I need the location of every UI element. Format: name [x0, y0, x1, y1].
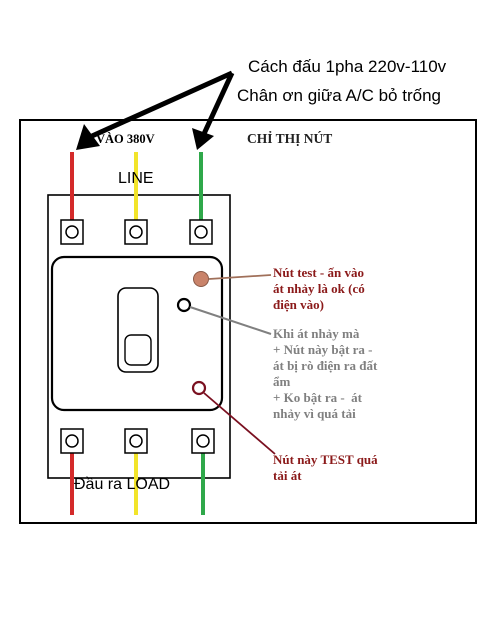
terminal-screw-icon [60, 428, 84, 454]
indicator-title: CHỈ THỊ NÚT [247, 131, 333, 146]
input-voltage-label: VÀO 380V [96, 132, 155, 146]
arrow-icon [76, 70, 234, 150]
leader-trip-indicator [189, 306, 272, 335]
leader-overload-test [203, 392, 276, 455]
line-label: LINE [118, 170, 154, 187]
terminal-screw-icon [124, 219, 148, 245]
arrow-icon [192, 71, 235, 150]
trip-indicator-icon[interactable] [176, 297, 192, 313]
note-overload-test: Nút này TEST quá tải át [273, 452, 378, 483]
note-test-button: Nút test - ấn vào át nhảy là ok (có điện… [273, 265, 365, 312]
terminal-screw-icon [189, 219, 213, 245]
outer-frame [19, 119, 477, 524]
test-button-icon[interactable] [193, 271, 209, 287]
instruction-line-2: Chân ơn giữa A/C bỏ trống [237, 86, 441, 105]
instruction-line-1: Cách đấu 1pha 220v-110v [248, 57, 447, 76]
leader-test-button [208, 274, 272, 280]
terminal-screw-icon [124, 428, 148, 454]
load-label: Đầu ra LOAD [74, 476, 171, 493]
note-trip-indicator: Khi át nhảy mà + Nút này bật ra - át bị … [273, 326, 378, 421]
overload-test-icon[interactable] [191, 380, 207, 396]
terminal-screw-icon [191, 428, 215, 454]
terminal-screw-icon [60, 219, 84, 245]
breaker-toggle-icon[interactable] [117, 287, 159, 373]
